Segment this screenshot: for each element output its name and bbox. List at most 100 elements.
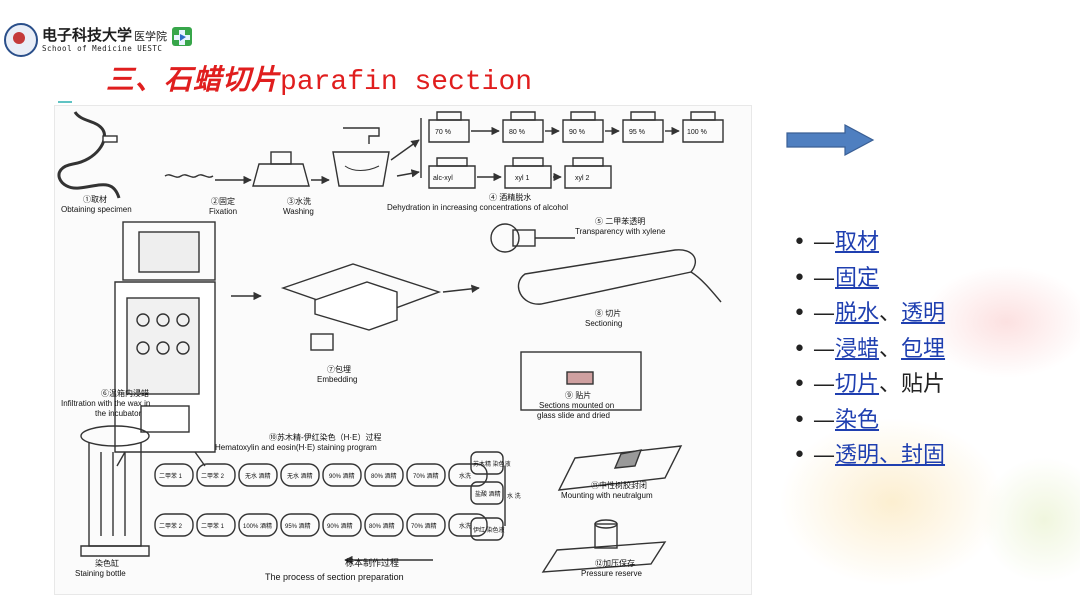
stain-cell: 70% 酒精 xyxy=(413,472,439,480)
stain-side-label: 盐酸 酒精 xyxy=(475,490,501,498)
percent-label: 80 % xyxy=(509,129,525,136)
bullet-link[interactable]: 染色 xyxy=(835,407,880,433)
bullet-dash: — xyxy=(813,265,835,291)
bullet-link[interactable]: 固定 xyxy=(835,265,880,291)
title-accent-mark xyxy=(58,101,72,103)
bullet-dash: — xyxy=(813,443,835,468)
bullet-item: • —固定 xyxy=(793,263,945,299)
step9-label-cn: ⑨ 贴片 xyxy=(565,390,591,400)
university-logo: 电子科技大学医学院 School of Medicine UESTC xyxy=(4,22,193,58)
bottle-label-en: Staining bottle xyxy=(75,569,126,578)
step10-label-cn: ⑩苏木精-伊红染色（H·E）过程 xyxy=(269,432,381,442)
bullet-item: • —切片、贴片 xyxy=(793,369,945,405)
bullet-dash: — xyxy=(813,372,835,397)
bullet-item: • —透明、封固 xyxy=(793,440,945,476)
process-label-cn: 标本制作过程 xyxy=(345,557,399,568)
step6-label-cn: ⑥温箱内浸蜡 xyxy=(101,388,149,398)
clearing-label: xyl 1 xyxy=(515,175,530,182)
slide-title-cn: 三、石蜡切片 xyxy=(106,63,281,96)
bullet-link[interactable]: 脱水 xyxy=(835,301,880,326)
stain-cell: 95% 酒精 xyxy=(285,522,311,530)
logo-name-en: School of Medicine UESTC xyxy=(42,43,163,53)
bullet-dash: — xyxy=(813,407,835,433)
microtome-icon xyxy=(490,223,575,253)
percent-label: 90 % xyxy=(569,129,585,136)
bullet-item: • —浸蜡、包埋 xyxy=(793,334,945,370)
embedding-block-icon xyxy=(310,333,334,351)
bullet-item: • —染色 xyxy=(793,405,945,441)
bullet-link[interactable]: 切片 xyxy=(835,372,880,397)
bullet-dot: • xyxy=(793,443,806,468)
logo-name-cn: 电子科技大学医学院 xyxy=(42,25,168,44)
stain-cell: 90% 酒精 xyxy=(329,472,355,480)
bullet-text: 、贴片 xyxy=(879,372,946,397)
bullet-dash: — xyxy=(813,336,835,362)
stain-cell: 90% 酒精 xyxy=(327,522,353,530)
stain-cell: 80% 酒精 xyxy=(369,522,395,530)
bullet-dot: • xyxy=(793,407,806,433)
bullet-link[interactable]: 取材 xyxy=(835,230,880,255)
step8-label-en: Sectioning xyxy=(585,319,622,328)
clearing-jars xyxy=(428,157,612,189)
step7-label-cn: ⑦包埋 xyxy=(327,364,351,374)
stain-cell: 水洗 xyxy=(459,472,471,480)
bullet-text: 、 xyxy=(879,301,902,326)
slide-title-en: parafin section xyxy=(280,67,533,98)
bullet-item: •—脱水、透明 xyxy=(793,298,945,334)
bullet-link[interactable]: 透明、封固 xyxy=(835,443,946,468)
bullet-link[interactable]: 浸蜡 xyxy=(835,336,880,362)
stomach-specimen-icon xyxy=(57,111,121,199)
step6-label-en-1: Infiltration with the wax in xyxy=(61,399,150,408)
specimen-cut-mark xyxy=(102,135,118,143)
stain-side-label: 伊红 染色液 xyxy=(473,526,505,534)
bullet-dot: • xyxy=(793,336,806,362)
stain-cell: 二甲苯 2 xyxy=(201,472,225,480)
bullet-dot: • xyxy=(793,230,806,255)
stain-cell: 二甲苯 1 xyxy=(159,472,183,480)
step3-label-en: Washing xyxy=(283,207,314,216)
step6-label-en-2: the incubator xyxy=(95,409,142,418)
step4-label-en: Dehydration in increasing concentrations… xyxy=(387,203,568,212)
process-label-en: The process of section preparation xyxy=(265,572,404,582)
stain-cell: 二甲苯 2 xyxy=(159,522,183,530)
washing-bowl-icon xyxy=(332,151,390,187)
step11-label-en: Mounting with neutralgum xyxy=(561,491,653,500)
bullet-dash: — xyxy=(813,301,835,326)
right-arrow-icon xyxy=(786,123,875,157)
stain-cell: 80% 酒精 xyxy=(371,472,397,480)
logo-text: 电子科技大学医学院 School of Medicine UESTC xyxy=(42,25,168,53)
step2-label-en: Fixation xyxy=(209,207,237,216)
step1-label-cn: ①取材 xyxy=(83,194,107,204)
fixation-jar-icon xyxy=(252,163,310,187)
step11-label-cn: ⑪中性树胶封闭 xyxy=(591,480,647,490)
clearing-label: xyl 2 xyxy=(575,175,590,182)
step12-label-cn: ⑫加压保存 xyxy=(595,558,635,568)
mounting-slide-icon xyxy=(557,445,683,491)
stain-cell: 无水 酒精 xyxy=(245,472,271,480)
stain-cell: 无水 酒精 xyxy=(287,472,313,480)
dehydration-jars xyxy=(428,111,724,143)
bullet-link[interactable]: 透明 xyxy=(901,301,946,326)
percent-label: 95 % xyxy=(629,129,645,136)
glass-slide-icon xyxy=(520,351,642,411)
staining-row-2 xyxy=(154,513,488,537)
bullet-item: •—取材 xyxy=(793,227,945,263)
process-diagram: 70 % 80 % 90 % 95 % 100 % alc-xyl xyl 1 … xyxy=(57,111,724,582)
bullet-link[interactable]: 包埋 xyxy=(901,336,946,362)
bullet-text: 、 xyxy=(879,336,902,362)
bullet-dot: • xyxy=(793,265,806,291)
step3-label-cn: ③水洗 xyxy=(287,196,311,206)
clearing-label: alc-xyl xyxy=(433,175,453,182)
slide-title: 三、石蜡切片parafin section xyxy=(106,58,532,98)
stain-cell: 水洗 xyxy=(459,522,471,530)
stain-side-label: 苏木精 染色液 xyxy=(473,460,511,468)
tissue-strip-icon xyxy=(164,174,214,178)
staining-row-1 xyxy=(154,463,488,487)
section-preparation-figure: 70 % 80 % 90 % 95 % 100 % alc-xyl xyl 1 … xyxy=(54,105,752,595)
washing-tap-icon xyxy=(343,127,380,144)
step5-label-en: Transparency with xylene xyxy=(575,227,666,236)
step-bullet-list: •—取材•—固定•—脱水、透明•—浸蜡、包埋•—切片、贴片•—染色•—透明、封固 xyxy=(793,227,945,476)
bullet-dot: • xyxy=(793,372,806,397)
stain-cell: 70% 酒精 xyxy=(411,522,437,530)
